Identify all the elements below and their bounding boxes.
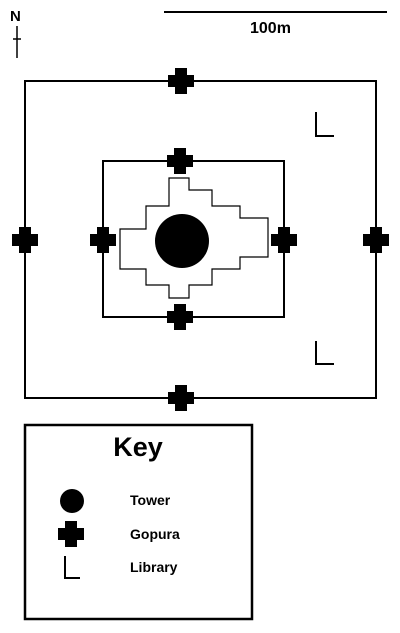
key-box [23,423,254,621]
library-south [315,341,334,365]
gopura-inner-north [167,148,193,174]
north-label: N [10,8,21,25]
key-library-symbol [64,556,80,579]
key-label-gopura: Gopura [130,526,180,542]
library-north [315,112,334,137]
gopura-outer-east [363,227,389,253]
gopura-inner-west [90,227,116,253]
gopura-outer-north [168,68,194,94]
central-tower [155,214,209,268]
key-label-library: Library [130,559,178,575]
gopura-inner-south [167,304,193,330]
gopura-outer-south [168,385,194,411]
temple-platform-outline [119,177,269,299]
gopura-inner-east [271,227,297,253]
key-tower-symbol [60,489,84,513]
scale-label: 100m [250,20,291,37]
key-title: Key [113,432,163,462]
key-label-tower: Tower [130,492,171,508]
north-arrow-icon [13,26,21,58]
gopura-outer-west [12,227,38,253]
key-gopura-symbol [58,521,84,547]
